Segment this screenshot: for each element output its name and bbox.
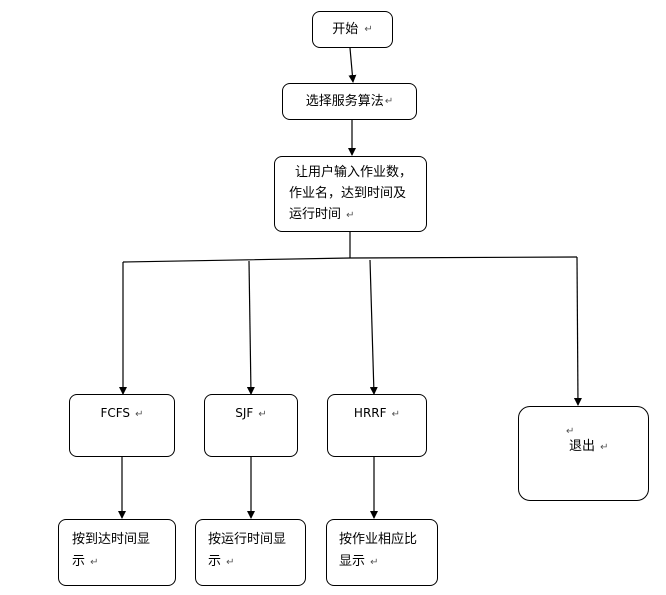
arrow-start-to-select (348, 47, 357, 83)
paragraph-mark: ↵ (391, 409, 401, 420)
fcfs-label: FCFS (100, 406, 131, 420)
fcfs-display-line-2-row: 示 ↵ (72, 551, 175, 574)
paragraph-mark: ↵ (600, 442, 609, 453)
input-line-3-row: 运行时间 ↵ (289, 204, 426, 226)
exit-node: ↵ 退出 ↵ (518, 406, 649, 501)
hrrf-node: HRRF ↵ (327, 394, 427, 457)
fcfs-node: FCFS ↵ (69, 394, 175, 457)
fcfs-display-line-1: 按到达时间显 (72, 532, 151, 547)
hrrf-display-line-1: 按作业相应比 (339, 532, 418, 547)
sjf-display-node: 按运行时间显 示 ↵ (195, 519, 306, 586)
fcfs-display-node: 按到达时间显 示 ↵ (58, 519, 176, 586)
paragraph-mark: ↵ (346, 210, 355, 221)
paragraph-mark: ↵ (370, 557, 379, 568)
paragraph-mark: ↵ (566, 426, 575, 437)
paragraph-mark: ↵ (384, 96, 394, 107)
branch-bar (122, 256, 578, 263)
select-algorithm-node: 选择服务算法 ↵ (282, 83, 417, 120)
paragraph-mark: ↵ (135, 409, 144, 420)
hrrf-display-line-2-row: 显示 ↵ (339, 551, 437, 574)
exit-label: 退出 (569, 439, 596, 454)
hrrf-label: HRRF (353, 406, 387, 420)
sjf-display-line-1: 按运行时间显 (208, 532, 287, 547)
paragraph-mark: ↵ (258, 409, 267, 420)
start-node: 开始 ↵ (312, 11, 393, 48)
input-line-2: 作业名，达到时间及 (289, 186, 407, 201)
exit-empty-line: ↵ (565, 421, 648, 437)
paragraph-mark: ↵ (226, 557, 235, 568)
select-algorithm-label: 选择服务算法 (305, 94, 384, 109)
input-line-1: 让用户输入作业数， (295, 165, 413, 180)
hrrf-display-node: 按作业相应比 显示 ↵ (326, 519, 438, 586)
exit-label-row: 退出 ↵ (565, 437, 648, 457)
paragraph-mark: ↵ (364, 24, 373, 35)
sjf-display-line-2: 示 (208, 554, 222, 569)
sjf-display-line-2-row: 示 ↵ (208, 551, 305, 574)
arrow-to-hrrf (369, 259, 378, 395)
input-node: 让用户输入作业数， 作业名，达到时间及 运行时间 ↵ (274, 156, 427, 232)
sjf-node: SJF ↵ (204, 394, 298, 457)
paragraph-mark: ↵ (90, 557, 99, 568)
sjf-label: SJF (235, 406, 254, 420)
start-label: 开始 (332, 22, 359, 37)
arrow-to-exit (573, 256, 582, 406)
input-line-3: 运行时间 (289, 207, 342, 222)
fcfs-display-line-2: 示 (72, 554, 86, 569)
arrow-to-sjf (246, 260, 255, 395)
hrrf-display-line-2: 显示 (339, 554, 366, 569)
